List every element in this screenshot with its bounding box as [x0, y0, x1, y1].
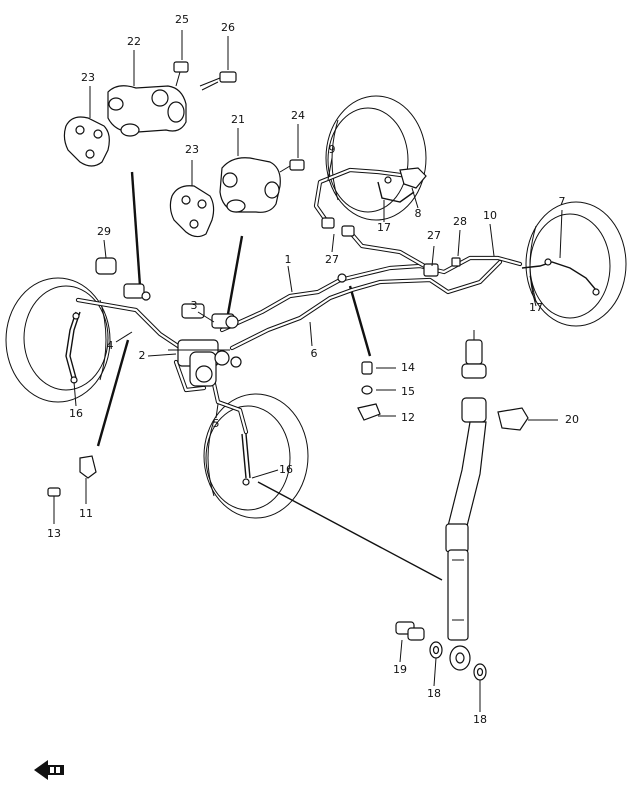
front-arrow-icon	[34, 760, 64, 780]
part-13-bolt	[47, 487, 61, 504]
master-cylinder-assembly	[168, 303, 242, 387]
callout-25: 25	[175, 13, 189, 26]
part-27-joint-right	[423, 263, 439, 277]
callout-3: 3	[191, 299, 198, 312]
callout-7: 7	[559, 195, 566, 208]
part-22-valve-block	[107, 85, 187, 137]
callout-labels: 1 2 3 4 5 6 7 8 9 10 11 12 13 14 15 16 1…	[47, 13, 579, 726]
callout-5: 5	[213, 417, 220, 430]
part-26-bolt	[199, 71, 237, 91]
callout-16-right: 16	[279, 463, 293, 476]
part-12-clip	[357, 403, 381, 421]
callout-2: 2	[139, 349, 146, 362]
wheel-rear-left	[525, 201, 627, 327]
part-14-bolt	[361, 361, 373, 375]
callout-28: 28	[453, 215, 467, 228]
callout-29: 29	[97, 225, 111, 238]
part-18-washer-right	[473, 663, 487, 681]
callout-17-left: 17	[377, 221, 391, 234]
callout-4: 4	[107, 339, 114, 352]
callout-20: 20	[565, 413, 579, 426]
clip-near-29	[123, 283, 151, 301]
callout-27-right: 27	[427, 229, 441, 242]
pipe-joint-center	[337, 273, 347, 283]
callout-10: 10	[483, 209, 497, 222]
callout-23-upper: 23	[81, 71, 95, 84]
callout-24: 24	[291, 109, 305, 122]
callout-15: 15	[401, 385, 415, 398]
brake-pipes	[75, 167, 523, 435]
part-20-clip	[497, 407, 529, 431]
callout-9: 9	[329, 143, 336, 156]
part-24-bolt	[279, 159, 305, 173]
callout-6: 6	[311, 347, 318, 360]
callout-19: 19	[393, 663, 407, 676]
part-25-bolt	[173, 61, 189, 87]
part-19-bolt	[395, 621, 425, 641]
callout-14: 14	[401, 361, 415, 374]
callout-27-left: 27	[325, 253, 339, 266]
callout-23-lower: 23	[185, 143, 199, 156]
callout-1: 1	[285, 253, 292, 266]
callout-18-left: 18	[427, 687, 441, 700]
part-23-gasket-upper	[63, 116, 110, 167]
callout-26: 26	[221, 21, 235, 34]
part-15-washer	[361, 385, 373, 395]
flex-hoses	[65, 176, 600, 486]
wheel-front-left	[5, 277, 111, 403]
callout-22: 22	[127, 35, 141, 48]
callout-11: 11	[79, 507, 93, 520]
callout-leaders	[53, 30, 563, 712]
callout-18-right: 18	[473, 713, 487, 726]
part-18-washer-left	[429, 641, 443, 659]
leader-lines	[96, 171, 443, 581]
part-23-gasket-lower	[169, 185, 215, 238]
callout-17-right: 17	[529, 301, 543, 314]
callout-21: 21	[231, 113, 245, 126]
wheel-rear-right	[325, 95, 427, 221]
callout-8: 8	[415, 207, 422, 220]
wheel-front-right	[203, 393, 309, 519]
part-21-valve	[219, 157, 281, 213]
part-29-clamp	[95, 257, 117, 275]
part-11-bracket	[79, 455, 97, 479]
part-27-joint-left	[321, 217, 355, 237]
part-8-bracket	[399, 167, 427, 189]
callout-16-left: 16	[69, 407, 83, 420]
part-28-bolt	[451, 257, 461, 267]
front-brake-hose	[445, 330, 487, 671]
callout-12: 12	[401, 411, 415, 424]
callout-13: 13	[47, 527, 61, 540]
